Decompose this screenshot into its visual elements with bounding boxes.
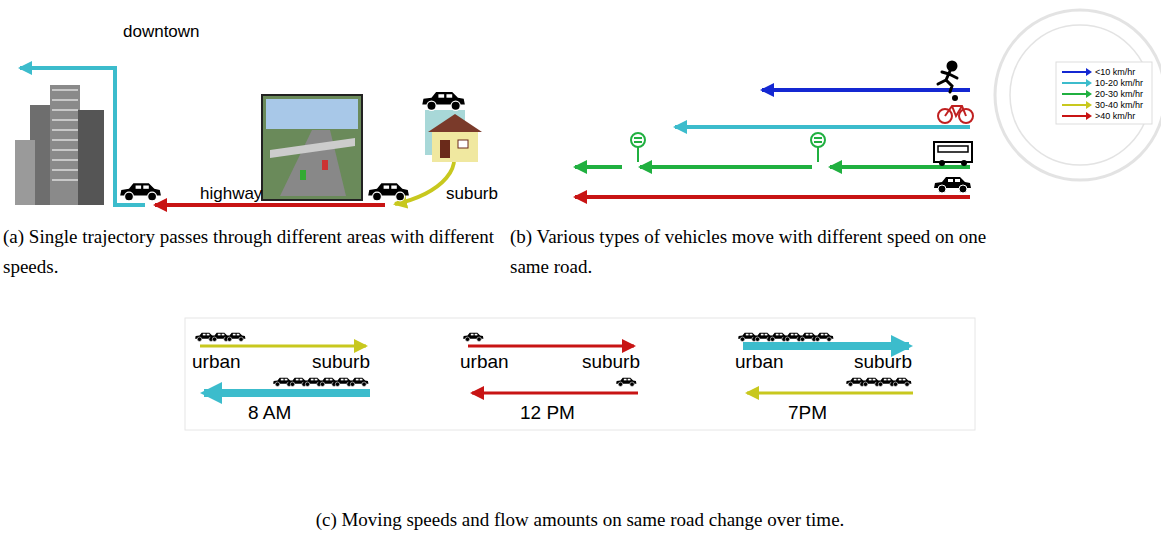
legend-text: <10 km/hr xyxy=(1095,67,1135,77)
caption: (b) Various types of vehicles move with … xyxy=(510,222,1030,282)
legend-swatch xyxy=(1062,101,1092,109)
runner xyxy=(938,62,957,92)
bus xyxy=(934,142,972,166)
legend-swatch xyxy=(1062,79,1092,87)
time-label: 12 PM xyxy=(520,402,575,424)
place-label: urban xyxy=(735,351,784,373)
legend-text: 10-20 km/hr xyxy=(1095,78,1143,88)
place-label: suburb xyxy=(582,351,640,373)
buildings xyxy=(15,85,104,205)
legend-swatch xyxy=(1062,68,1092,76)
area-label: suburb xyxy=(446,184,498,204)
time-label: 8 AM xyxy=(248,402,291,424)
legend-text: 30-40 km/hr xyxy=(1095,100,1143,110)
house xyxy=(425,110,482,162)
panel-c xyxy=(195,333,913,393)
panel-c-frame xyxy=(185,318,975,430)
legend-entry: 20-30 km/hr xyxy=(1062,88,1143,99)
highway-route xyxy=(155,203,385,207)
legend-entry: >40 km/hr xyxy=(1062,110,1135,121)
place-label: urban xyxy=(460,351,509,373)
legend-text: 20-30 km/hr xyxy=(1095,89,1143,99)
caption: (c) Moving speeds and flow amounts on sa… xyxy=(316,505,845,535)
area-label: downtown xyxy=(123,22,200,42)
legend-entry: 30-40 km/hr xyxy=(1062,99,1143,110)
legend-text: >40 km/hr xyxy=(1095,111,1135,121)
legend-entry: 10-20 km/hr xyxy=(1062,77,1143,88)
legend-swatch xyxy=(1062,112,1092,120)
time-label: 7PM xyxy=(788,402,827,424)
bus-stop xyxy=(631,133,825,162)
bicycle xyxy=(938,95,973,123)
seal-watermark xyxy=(995,10,1161,180)
place-label: urban xyxy=(192,351,241,373)
legend-entry: <10 km/hr xyxy=(1062,66,1135,77)
legend-box xyxy=(1056,62,1152,124)
place-label: suburb xyxy=(854,351,912,373)
downtown-route xyxy=(20,68,145,205)
panel-b xyxy=(575,62,1152,197)
area-label: highway xyxy=(200,184,262,204)
panel-a xyxy=(15,68,482,205)
highway-picture xyxy=(262,95,362,200)
caption: (a) Single trajectory passes through dif… xyxy=(3,222,508,282)
legend-swatch xyxy=(1062,90,1092,98)
place-label: suburb xyxy=(312,351,370,373)
